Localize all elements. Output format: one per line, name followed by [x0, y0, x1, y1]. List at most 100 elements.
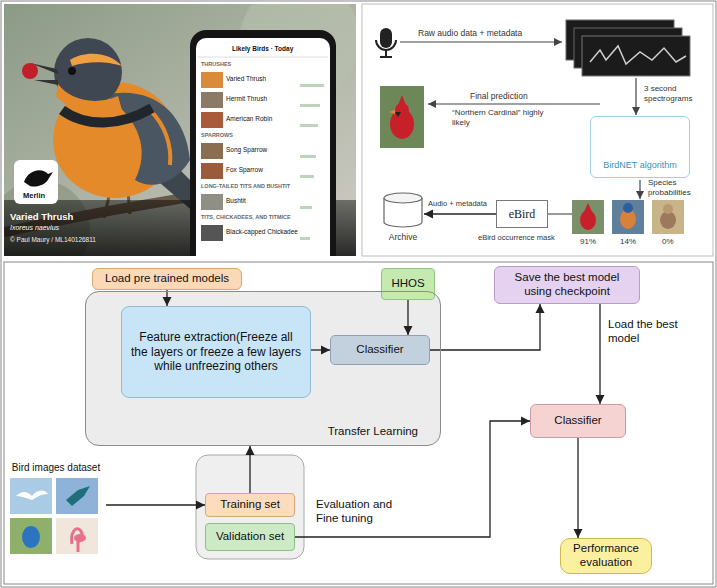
- dataset-photo: [56, 478, 98, 514]
- flow-connector: [106, 504, 205, 505]
- cylinder-outline: [382, 192, 424, 228]
- node-text: Save the best model using checkpoint: [500, 271, 634, 299]
- logo-bird: [24, 170, 53, 186]
- database-box: eBird: [496, 200, 548, 228]
- merlin-logo: [14, 160, 58, 204]
- panel-frame: [4, 262, 713, 584]
- dataset-bird: [22, 526, 40, 548]
- label-text: 91%: [580, 237, 596, 247]
- node-text: Classifier: [356, 343, 403, 357]
- microphone: [376, 40, 396, 50]
- label-text: Varied Thrush: [226, 75, 266, 83]
- thrush-eye: [68, 67, 76, 75]
- bird-thumbnail: [201, 92, 223, 108]
- edge-label: Load the best model: [608, 318, 688, 346]
- node-text: BirdNET algorithm: [603, 160, 676, 171]
- cylinder-top: [384, 193, 422, 203]
- dataset-bird: [66, 486, 90, 506]
- flow-connector: [407, 300, 408, 335]
- node-text: eBird: [509, 207, 536, 221]
- flow-connector: [295, 421, 530, 537]
- flow-connector: [577, 438, 578, 538]
- dataset-photo: [10, 518, 52, 554]
- label-text: Song Sparrow: [226, 146, 267, 154]
- flow-arrow: [428, 103, 600, 104]
- species-bird: [584, 203, 592, 212]
- label-text: Ixoreus naevius: [10, 224, 59, 232]
- screen-divider: [198, 57, 328, 58]
- node-text: Training set: [220, 498, 280, 512]
- likelihood-bar: [300, 84, 324, 87]
- process-box: Save the best model using checkpoint: [494, 266, 640, 304]
- merlin-photo: [4, 4, 356, 256]
- node-text: Transfer Learning: [328, 425, 418, 439]
- dataset-photo: [56, 518, 98, 554]
- flow-arrow: [400, 41, 562, 42]
- node-text: Archive: [389, 232, 417, 242]
- species-photo: [612, 200, 644, 234]
- spectrogram: [582, 36, 690, 76]
- microphone: [380, 56, 392, 58]
- node-text: Validation set: [216, 530, 284, 544]
- bird-thumbnail: [201, 72, 223, 88]
- result-box: Performance evaluation: [560, 538, 652, 574]
- likelihood-bar: [300, 155, 316, 158]
- edge-label: Evaluation and Fine tuning: [316, 498, 404, 526]
- dataset-bird: [74, 534, 86, 542]
- label-text: TITS, CHICKADEES, AND TITMICE: [201, 214, 291, 221]
- label-text: 3 second spectrograms: [644, 84, 708, 103]
- bird-thumbnail: [201, 143, 223, 159]
- phone-screen: [196, 38, 330, 256]
- dataset-node: Bird images dataset: [6, 462, 106, 556]
- label-text: 14%: [620, 237, 636, 247]
- cardinal: [395, 103, 409, 117]
- likelihood-bar: [300, 104, 320, 107]
- microphone: [380, 28, 392, 48]
- eye-stripe: [70, 54, 122, 66]
- flow-connector: [166, 290, 167, 306]
- label-text: Hermit Thrush: [226, 95, 267, 103]
- label-text: Bushtit: [226, 197, 246, 205]
- breast-band: [62, 108, 152, 123]
- dataset-box: Training set: [205, 493, 295, 517]
- flow-arrow: [635, 78, 636, 115]
- label-text: © Paul Maury / ML140126811: [10, 236, 96, 244]
- wing-bar: [150, 110, 170, 165]
- label-text: Black-capped Chickadee: [226, 228, 298, 236]
- thrush-beak: [34, 80, 58, 85]
- species-bird: [623, 203, 633, 213]
- label-text: Species probabilities: [648, 178, 710, 197]
- dataset-photo: [10, 478, 52, 514]
- node-text: Classifier: [554, 414, 601, 428]
- likelihood-bar: [300, 175, 314, 178]
- berry: [22, 63, 38, 79]
- label-text: Final prediction: [470, 91, 528, 101]
- label-text: 0%: [662, 237, 674, 247]
- bird-thumbnail: [201, 194, 223, 210]
- flow-connector: [249, 446, 250, 493]
- group-box: Transfer Learning Feature extraction(Free…: [85, 291, 441, 446]
- label-text: Varied Thrush: [10, 211, 73, 222]
- dataset-box: Validation set: [205, 523, 295, 551]
- label-text: “Northern Cardinal” highly likely: [452, 108, 544, 127]
- label-text: LONG-TAILED TITS AND BUSHTIT: [201, 183, 290, 190]
- process-box: Feature extraction(Freeze all the layers…: [121, 306, 311, 398]
- algorithm-box: BirdNET algorithm: [590, 116, 690, 178]
- node-text: Bird images dataset: [12, 462, 100, 474]
- flow-connector: [599, 304, 600, 404]
- flow-connector: [311, 349, 330, 350]
- flow-connector: [424, 213, 496, 214]
- bird-thumbnail: [201, 163, 223, 179]
- label-text: SPARROWS: [201, 132, 233, 139]
- classifier-box: Classifier: [530, 404, 626, 438]
- likelihood-bar: [300, 237, 310, 240]
- group-ground: [85, 291, 441, 446]
- panel-frame: [362, 4, 713, 256]
- label-text: eBird occurrence mask: [478, 233, 555, 242]
- phone-body: [190, 30, 336, 256]
- node-text: Feature extraction(Freeze all the layers…: [130, 330, 302, 373]
- label-text: Likely Birds · Today: [232, 45, 293, 53]
- mask-link: [548, 213, 572, 214]
